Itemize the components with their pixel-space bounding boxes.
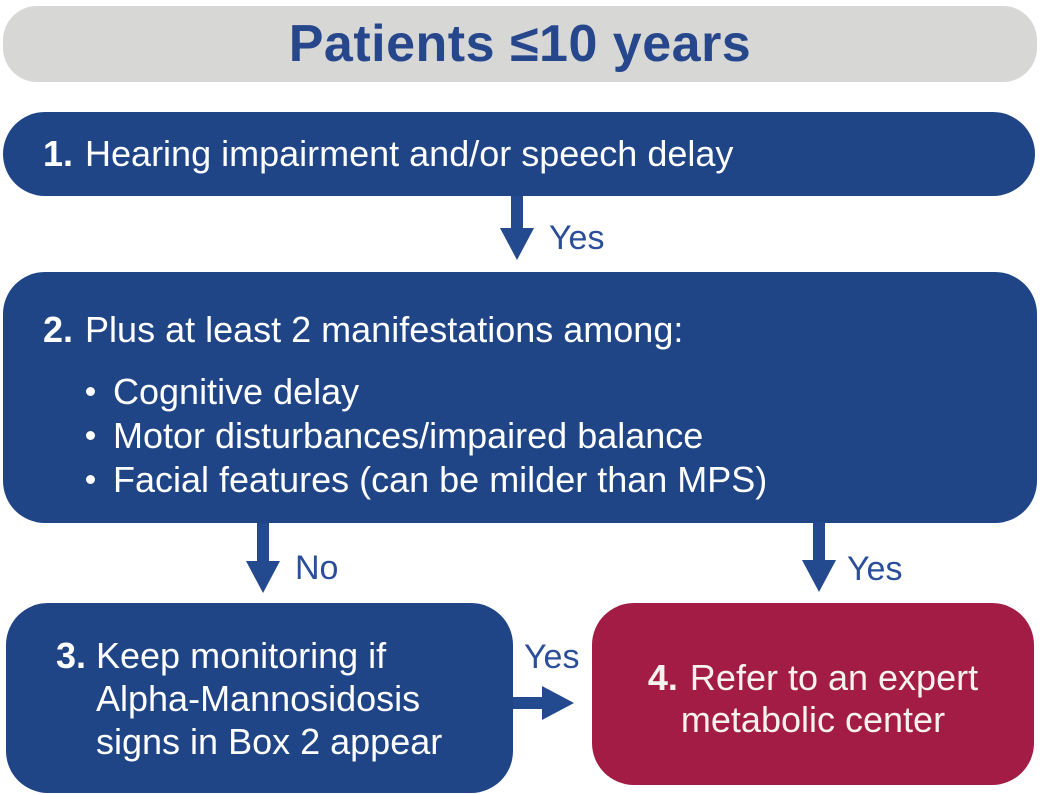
box4-line: 4. Refer to an expert [648, 657, 978, 699]
list-item: Motor disturbances/impaired balance [43, 414, 997, 458]
box2-number: 2. [43, 309, 74, 350]
box4-refer-expert-center: 4. Refer to an expert metabolic center [592, 603, 1034, 785]
box2-text: Plus at least 2 manifestations among: [85, 309, 684, 350]
arrow-down-icon [500, 196, 534, 260]
manifestation-list: Cognitive delay Motor disturbances/impai… [43, 370, 997, 502]
box3-line: Keep monitoring if [96, 634, 387, 676]
box2-title: 2. Plus at least 2 manifestations among: [43, 308, 997, 352]
yes-label: Yes [524, 638, 580, 676]
list-item: Cognitive delay [43, 370, 997, 414]
box3-line: signs in Box 2 appear [96, 720, 443, 762]
arrow-head [802, 560, 836, 592]
yes-label: Yes [847, 550, 903, 588]
arrow-down-icon [802, 522, 836, 592]
header-box: Patients ≤10 years [3, 6, 1037, 82]
box3-text: 3. Keep monitoring if Alpha-Mannosidosis… [6, 634, 513, 763]
arrow-head [542, 686, 574, 720]
arrow-down-icon [246, 523, 280, 593]
arrow-stem [813, 522, 825, 560]
box1-hearing-impairment: 1. Hearing impairment and/or speech dela… [3, 112, 1035, 196]
page-title: Patients ≤10 years [288, 15, 752, 73]
box1-text: Hearing impairment and/or speech delay [85, 133, 734, 174]
arrow-head [500, 228, 534, 260]
box1-number: 1. [43, 133, 74, 174]
box3-line: Alpha-Mannosidosis [96, 677, 421, 719]
box4-line: metabolic center [680, 699, 946, 740]
box2-manifestations: 2. Plus at least 2 manifestations among:… [3, 272, 1037, 523]
arrow-stem [513, 697, 545, 709]
arrow-head [246, 561, 280, 593]
list-item: Facial features (can be milder than MPS) [43, 458, 997, 502]
box3-number: 3. [56, 634, 87, 676]
yes-label: Yes [549, 219, 605, 257]
arrow-stem [257, 523, 269, 561]
arrow-stem [511, 196, 523, 228]
box4-text: Refer to an expert [689, 657, 979, 698]
box3-keep-monitoring: 3. Keep monitoring if Alpha-Mannosidosis… [6, 603, 513, 793]
box4-number: 4. [647, 657, 678, 698]
no-label: No [295, 549, 339, 587]
arrow-right-icon [513, 686, 574, 720]
